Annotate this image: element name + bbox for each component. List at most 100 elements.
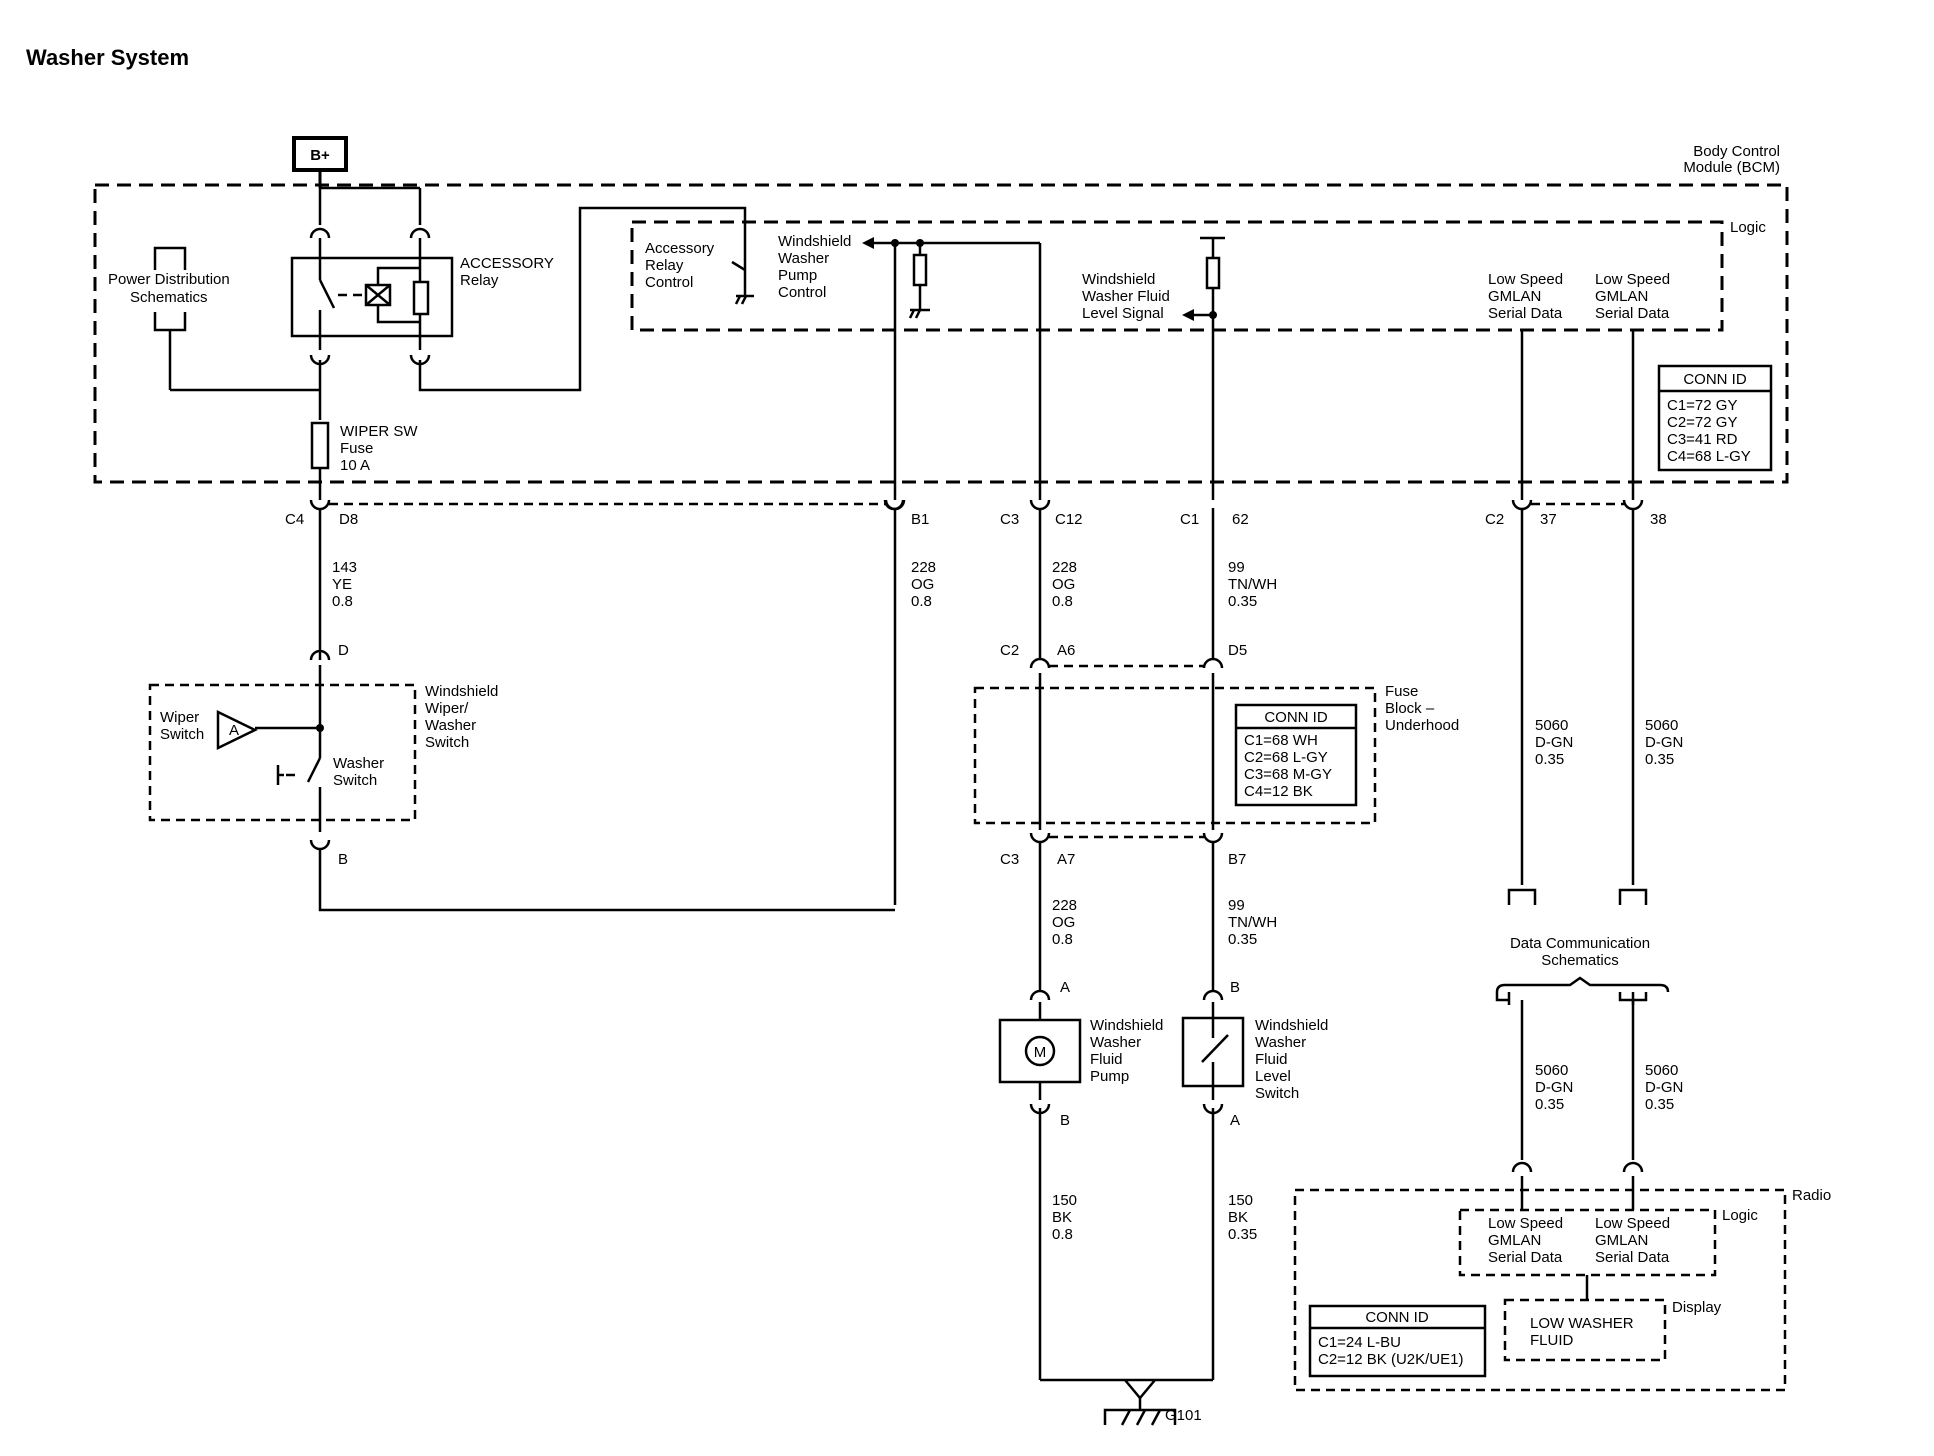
radio-gmlan2-label: Serial Data	[1595, 1249, 1670, 1266]
wire-5060d-circuit: 5060	[1645, 1062, 1678, 1079]
radio-gmlan1-line1: Low Speed	[1488, 1215, 1563, 1232]
motor-icon	[1024, 1035, 1056, 1067]
wire-150b-circuit: 150	[1228, 1192, 1253, 1209]
level-signal-line2: Washer Fluid	[1082, 288, 1170, 305]
wire-228a-color: OG	[911, 576, 934, 593]
fb-connector-d5	[1202, 657, 1224, 669]
level-name-line1: Windshield	[1255, 1017, 1328, 1034]
pump-name: Pump	[1090, 1068, 1129, 1085]
wire-150a-circuit: 150	[1052, 1192, 1077, 1209]
level-signal-circuit	[1182, 236, 1225, 500]
pump-name-line3: Fluid	[1090, 1051, 1123, 1068]
wiper-switch-label: Switch	[160, 726, 204, 743]
radio-gmlan1-line2: GMLAN	[1488, 1232, 1541, 1249]
wire-5060c-circuit: 5060	[1535, 1062, 1568, 1079]
ground-wires	[1038, 1108, 1215, 1400]
data-communication-bracket	[1495, 888, 1670, 1160]
radio-enclosure	[1293, 1188, 1787, 1392]
wire-150a-color: BK	[1052, 1209, 1072, 1226]
pin-c4: C4	[285, 511, 304, 528]
fuse-block-line1: Fuse	[1385, 683, 1418, 700]
data-comm-label: Schematics	[1541, 952, 1619, 969]
bcm-label-line1: Body Control	[1693, 143, 1780, 160]
wire-143-circuit: 143	[332, 559, 357, 576]
level-name-line3: Fluid	[1255, 1051, 1288, 1068]
bcm-conn-line: C1=72 GY	[1667, 397, 1737, 414]
switch-name-line1: Windshield	[425, 683, 498, 700]
fb-pin-b7: B7	[1228, 851, 1246, 868]
accessory-label-line1: Accessory	[645, 240, 715, 257]
switch-connector-d	[309, 649, 331, 661]
wire-5060d-color: D-GN	[1645, 1079, 1683, 1096]
wire-5060c-color: D-GN	[1535, 1079, 1573, 1096]
bcm-logic-label: Logic	[1730, 219, 1766, 236]
pin-c12: C12	[1055, 511, 1083, 528]
pump-control-circuit	[862, 237, 1042, 500]
pump-control-line2: Washer	[778, 250, 829, 267]
low-washer-message: FLUID	[1530, 1332, 1574, 1349]
ground-label: G101	[1165, 1407, 1202, 1424]
wiper-a-label: A	[229, 722, 239, 739]
bcm-gmlan2-label: Serial Data	[1595, 305, 1670, 322]
bcm-connectors	[309, 499, 1644, 905]
pin-d8: D8	[339, 511, 358, 528]
level-pin-a: A	[1230, 1112, 1240, 1129]
wire-150b-gauge: 0.35	[1228, 1226, 1257, 1243]
pin-c1: C1	[1180, 511, 1199, 528]
wire-5060c-gauge: 0.35	[1535, 1096, 1564, 1113]
fb-conn-line: C4=12 BK	[1244, 783, 1313, 800]
fb-pin-a6: A6	[1057, 642, 1075, 659]
level-name: Switch	[1255, 1085, 1299, 1102]
fb-conn-line: C1=68 WH	[1244, 732, 1318, 749]
pump-control-line3: Pump	[778, 267, 817, 284]
wire-150a-gauge: 0.8	[1052, 1226, 1073, 1243]
wiper-washer-switch-enclosure	[148, 683, 417, 822]
data-comm-line1: Data Communication	[1510, 935, 1650, 952]
switch-pin-b: B	[338, 851, 348, 868]
wiper-sw-fuse	[310, 421, 330, 470]
wire-5060b-gauge: 0.35	[1645, 751, 1674, 768]
wire-99a-circuit: 99	[1228, 559, 1245, 576]
fb-pin-d5: D5	[1228, 642, 1247, 659]
wire-228a-gauge: 0.8	[911, 593, 932, 610]
fb-conn-line: C2=68 L-GY	[1244, 749, 1328, 766]
ground-icon	[1103, 1398, 1177, 1426]
radio-conn-line: C2=12 BK (U2K/UE1)	[1318, 1351, 1463, 1368]
pin-b1: B1	[911, 511, 929, 528]
radio-conn-title: CONN ID	[1365, 1309, 1429, 1326]
pin-38: 38	[1650, 511, 1667, 528]
wire-99b-circuit: 99	[1228, 897, 1245, 914]
wiper-washer-switch	[216, 665, 324, 832]
pump-connector-a	[1029, 989, 1051, 1001]
wire-5060d-gauge: 0.35	[1645, 1096, 1674, 1113]
level-name-line4: Level	[1255, 1068, 1291, 1085]
wire-5060b-color: D-GN	[1645, 734, 1683, 751]
switch-pin-d: D	[338, 642, 349, 659]
bcm-label: Module (BCM)	[1683, 159, 1780, 176]
wire-99a-color: TN/WH	[1228, 576, 1277, 593]
low-washer-line1: LOW WASHER	[1530, 1315, 1634, 1332]
wire-5060b-circuit: 5060	[1645, 717, 1678, 734]
fb-conn-id	[1234, 703, 1358, 807]
fb-conn-title: CONN ID	[1264, 709, 1328, 726]
bcm-conn-id	[1657, 364, 1773, 472]
fuse-name: WIPER SW	[340, 423, 418, 440]
switch-name-line3: Washer	[425, 717, 476, 734]
fb-connector-a7	[1029, 832, 1051, 844]
radio-logic-enclosure	[1458, 1208, 1717, 1277]
fuse-block-enclosure	[973, 686, 1377, 825]
pump-control-line1: Windshield	[778, 233, 851, 250]
relay-sub: Relay	[460, 272, 499, 289]
wire-228b-gauge: 0.8	[1052, 593, 1073, 610]
wire-228c-color: OG	[1052, 914, 1075, 931]
bcm-gmlan1-line2: GMLAN	[1488, 288, 1541, 305]
fb-pin-c3: C3	[1000, 851, 1019, 868]
wire-99b-color: TN/WH	[1228, 914, 1277, 931]
bcm-logic-enclosure	[630, 220, 1724, 332]
wire-228c-gauge: 0.8	[1052, 931, 1073, 948]
pin-c3: C3	[1000, 511, 1019, 528]
fb-pin-c2: C2	[1000, 642, 1019, 659]
wire-228b-color: OG	[1052, 576, 1075, 593]
accessory-label: Control	[645, 274, 693, 291]
wire-228a-circuit: 228	[911, 559, 936, 576]
